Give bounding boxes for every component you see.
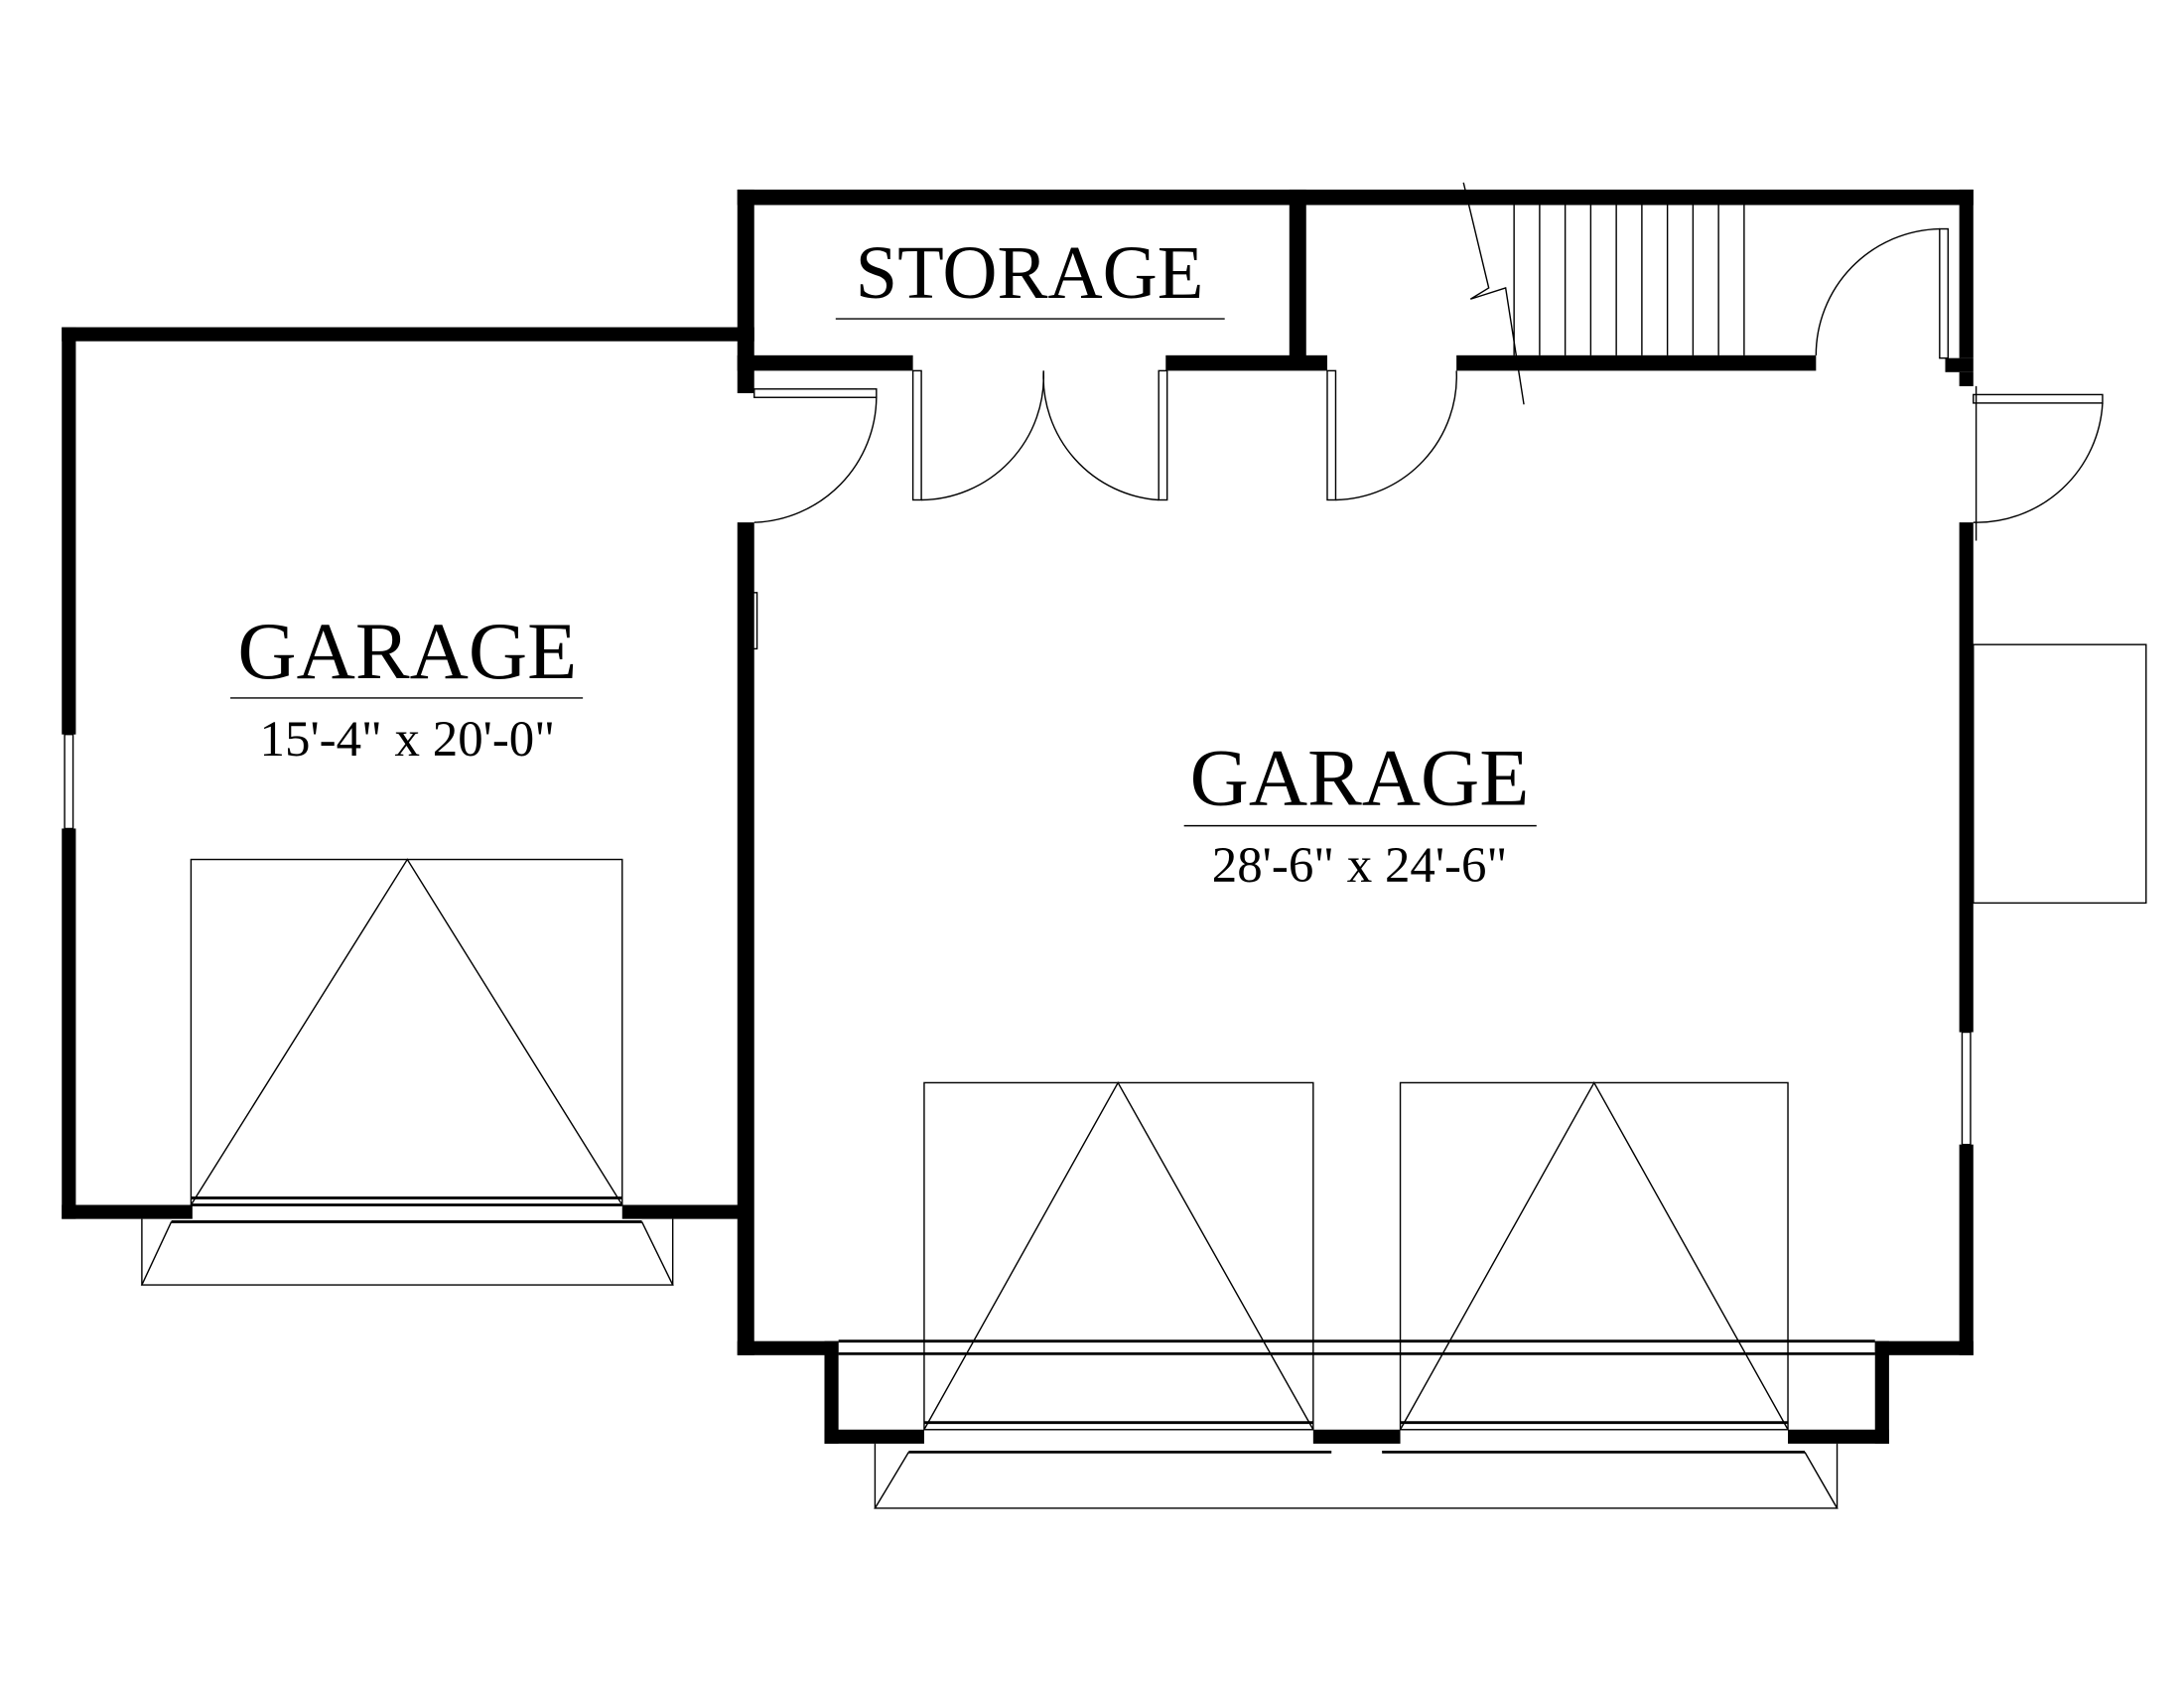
main-garage-label: GARAGE <box>1190 732 1530 822</box>
left-garage-label: GARAGE <box>237 606 577 696</box>
stairs <box>1462 182 1745 405</box>
walls <box>62 189 1974 1444</box>
side-pad <box>1973 643 2147 905</box>
windows <box>64 592 1972 1146</box>
driveway-aprons <box>140 1218 1839 1509</box>
main-garage-dimensions: 28'-6" x 24'-6" <box>1212 838 1507 894</box>
interior-doors <box>753 227 2104 541</box>
garage-doors <box>190 858 1875 1431</box>
storage-label: STORAGE <box>856 230 1204 315</box>
left-garage-dimensions: 15'-4" x 20'-0" <box>260 712 555 768</box>
